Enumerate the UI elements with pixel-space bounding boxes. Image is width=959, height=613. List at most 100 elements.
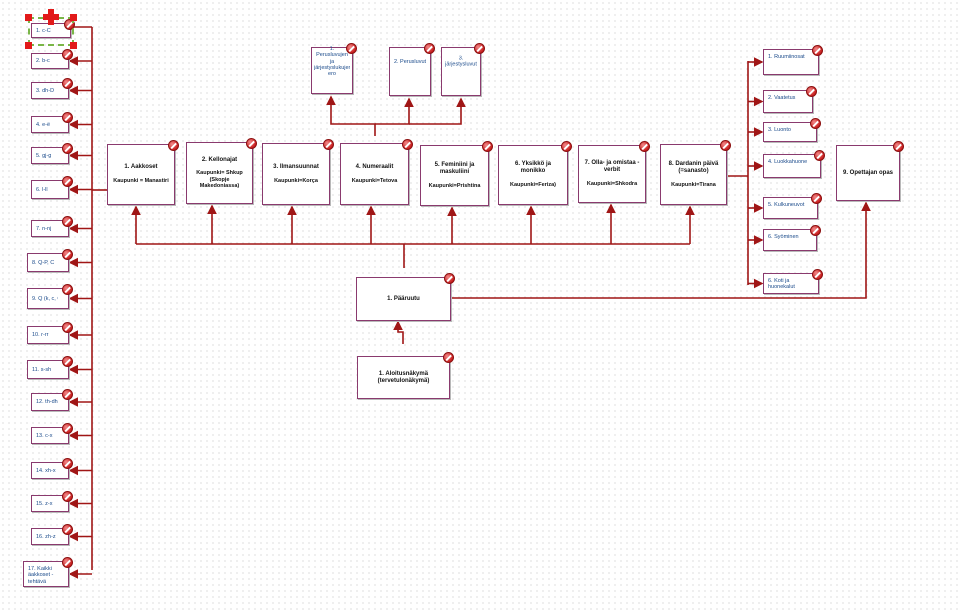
delete-icon[interactable] <box>639 141 650 152</box>
delete-icon[interactable] <box>443 352 454 363</box>
delete-icon[interactable] <box>806 86 817 97</box>
node-label: 16. zh-z <box>36 533 56 540</box>
left-node-9[interactable]: 9. Q (k, c, Ç) <box>27 284 73 309</box>
right-node-4[interactable]: 4. Luokkahuone <box>763 150 825 178</box>
right-node-1[interactable]: 1. Ruumiinosat <box>763 45 823 75</box>
lesson-node-8[interactable]: 8. Dardanin päivä (=sanasto)Kaupunki=Tir… <box>660 140 731 205</box>
right-node-2[interactable]: 2. Vaatetus <box>763 86 817 113</box>
delete-icon[interactable] <box>62 216 73 227</box>
aloitus-node[interactable]: 1. Aloitusnäkymä (tervetulonäkymä) <box>357 352 454 399</box>
left-node-17[interactable]: 17. Kaikki äakkoset -tehtävä <box>23 557 73 587</box>
delete-icon[interactable] <box>444 273 455 284</box>
node-label: 15. z-x <box>36 500 53 507</box>
delete-icon[interactable] <box>561 141 572 152</box>
node-label: 3. dh-D <box>36 87 55 94</box>
right-node-6[interactable]: 6. Syöminen <box>763 225 821 251</box>
right-node-3[interactable]: 3. Luonto <box>763 118 821 142</box>
right-node-5[interactable]: 5. Kulkuneuvot <box>763 193 822 219</box>
resize-handle[interactable] <box>70 42 77 49</box>
lesson-title: 5. Feminiini ja maskuliini <box>434 161 475 175</box>
delete-icon[interactable] <box>62 322 73 333</box>
resize-handle[interactable] <box>25 14 32 21</box>
resize-handle[interactable] <box>25 42 32 49</box>
node-label: 4. Luokkahuone <box>768 159 808 165</box>
top-connector-2 <box>375 97 414 125</box>
node-label: 5. Kulkuneuvot <box>768 202 805 208</box>
left-node-4[interactable]: 4. e-ë <box>31 112 73 133</box>
delete-icon[interactable] <box>810 225 821 236</box>
delete-icon[interactable] <box>62 78 73 89</box>
delete-icon[interactable] <box>246 138 257 149</box>
node-label: 4. e-ë <box>36 121 51 128</box>
delete-icon[interactable] <box>62 112 73 123</box>
delete-icon[interactable] <box>323 139 334 150</box>
node-label: 12. th-dh <box>36 398 58 405</box>
left-node-6[interactable]: 6. l-ll <box>31 176 73 199</box>
right-node-7[interactable]: 6. Koti ja huonekalut <box>763 269 823 294</box>
delete-icon[interactable] <box>402 139 413 150</box>
delete-icon[interactable] <box>168 140 179 151</box>
delete-icon[interactable] <box>64 19 75 30</box>
left-node-1[interactable]: 1. c-C <box>31 19 75 38</box>
left-node-11[interactable]: 11. s-sh <box>27 356 73 379</box>
left-node-8[interactable]: 8. Q-P, C <box>27 249 73 272</box>
opettajan-opas-node[interactable]: 9. Opettajan opas <box>836 141 904 201</box>
paaruutu-node[interactable]: 1. Pääruutu <box>356 273 455 321</box>
delete-icon[interactable] <box>812 45 823 56</box>
delete-icon[interactable] <box>893 141 904 152</box>
left-node-3[interactable]: 3. dh-D <box>31 78 73 99</box>
top-node-2[interactable]: 2. Perusluvut <box>389 43 435 96</box>
lesson-title: 4. Numeraalit <box>355 163 394 170</box>
node-label: 6. Koti ja huonekalut <box>768 278 795 291</box>
delete-icon[interactable] <box>62 524 73 535</box>
node-label: 3. Luonto <box>768 127 791 133</box>
left-node-16[interactable]: 16. zh-z <box>31 524 73 545</box>
lesson-city: Kaupunki = Manastiri <box>113 178 169 185</box>
node-label: 9. Opettajan opas <box>842 169 893 176</box>
left-node-13[interactable]: 13. c-x <box>31 423 73 444</box>
top-node-3[interactable]: 3. järjestysluvut <box>441 43 485 96</box>
delete-icon[interactable] <box>62 284 73 295</box>
delete-icon[interactable] <box>720 140 731 151</box>
delete-icon[interactable] <box>62 356 73 367</box>
delete-icon[interactable] <box>346 43 357 54</box>
left-node-12[interactable]: 12. th-dh <box>31 389 73 411</box>
left-node-2[interactable]: 2. b-c <box>31 49 73 69</box>
delete-icon[interactable] <box>810 118 821 129</box>
top-node-1[interactable]: 1. Perusluvujen ja järjestyslukujen ero <box>311 43 357 94</box>
delete-icon[interactable] <box>811 193 822 204</box>
left-node-5[interactable]: 5. gj-g <box>31 143 73 164</box>
delete-icon[interactable] <box>62 249 73 260</box>
delete-icon[interactable] <box>474 43 485 54</box>
delete-icon[interactable] <box>814 150 825 161</box>
left-node-10[interactable]: 10. r-rr <box>27 322 73 344</box>
left-node-14[interactable]: 14. xh-x <box>31 458 73 479</box>
delete-icon[interactable] <box>812 269 823 280</box>
left-node-7[interactable]: 7. n-nj <box>31 216 73 237</box>
delete-icon[interactable] <box>62 458 73 469</box>
node-label: 2. Vaatetus <box>768 95 796 101</box>
delete-icon[interactable] <box>62 143 73 154</box>
delete-icon[interactable] <box>62 176 73 187</box>
delete-icon[interactable] <box>62 491 73 502</box>
delete-icon[interactable] <box>62 423 73 434</box>
delete-icon[interactable] <box>62 557 73 568</box>
node-label: 1. Pääruutu <box>387 295 420 302</box>
delete-icon[interactable] <box>424 43 435 54</box>
delete-icon[interactable] <box>62 389 73 400</box>
node-label: 6. l-ll <box>36 186 48 193</box>
left-node-15[interactable]: 15. z-x <box>31 491 73 512</box>
delete-icon[interactable] <box>482 141 493 152</box>
delete-icon[interactable] <box>62 49 73 60</box>
